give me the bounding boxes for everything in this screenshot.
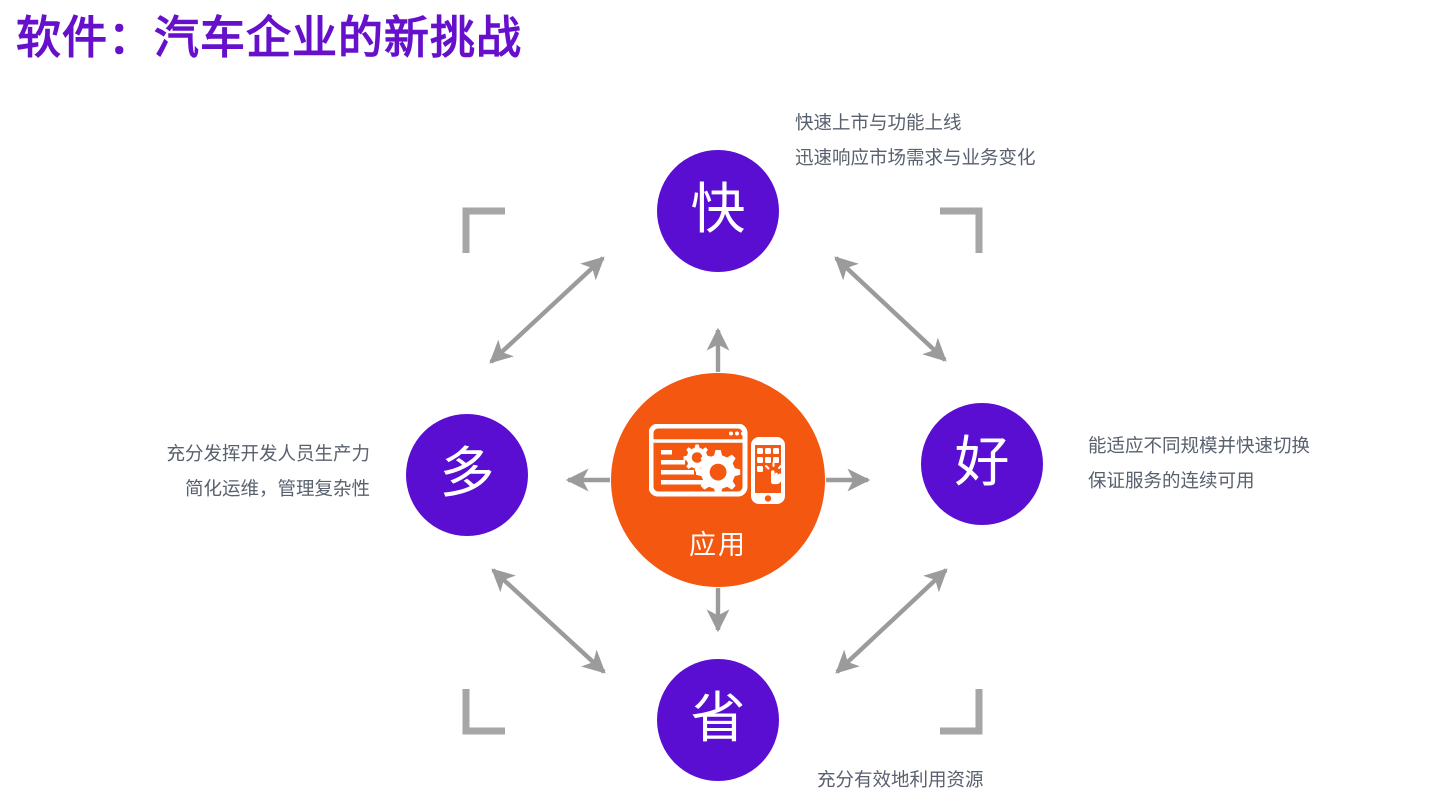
node-many-label: 多 (439, 442, 495, 504)
node-many[interactable]: 多 (406, 414, 528, 536)
arrow-fast-good (834, 256, 947, 362)
caption-right: 能适应不同规模并快速切换 保证服务的连续可用 (1088, 428, 1310, 498)
arrow-many-fast (489, 256, 605, 364)
caption-right-line-2: 保证服务的连续可用 (1088, 470, 1255, 491)
node-fast-label: 快 (690, 178, 746, 240)
browser-gears-and-phone-icon (648, 423, 787, 511)
caption-top-line-2: 迅速响应市场需求与业务变化 (795, 147, 1036, 168)
caption-bottom-line-1: 充分有效地利用资源 (817, 769, 984, 790)
hub-node-application[interactable]: 应用 (611, 373, 825, 587)
node-save[interactable]: 省 (657, 659, 779, 781)
node-good-label: 好 (954, 431, 1010, 493)
caption-left: 充分发挥开发人员生产力 简化运维，管理复杂性 (166, 436, 370, 506)
hub-label: 应用 (689, 530, 747, 560)
caption-top-line-1: 快速上市与功能上线 (795, 112, 962, 133)
bracket-top-left (462, 207, 505, 253)
caption-left-line-1: 充分发挥开发人员生产力 (166, 443, 370, 464)
bracket-bottom-right (940, 689, 983, 735)
bracket-top-right (940, 207, 983, 253)
hub-arrows (565, 327, 871, 633)
node-fast[interactable]: 快 (657, 150, 779, 272)
caption-left-line-2: 简化运维，管理复杂性 (184, 478, 370, 499)
corner-brackets (462, 207, 983, 735)
caption-right-line-1: 能适应不同规模并快速切换 (1088, 435, 1311, 456)
arrow-good-save (835, 568, 948, 674)
page-title: 软件：汽车企业的新挑战 (16, 12, 523, 63)
bracket-bottom-left (462, 689, 505, 735)
diagonal-arrows (489, 256, 948, 674)
arrow-save-many (491, 568, 606, 674)
node-save-label: 省 (690, 687, 746, 749)
caption-top: 快速上市与功能上线 迅速响应市场需求与业务变化 (795, 105, 1036, 175)
caption-bottom: 充分有效地利用资源 (817, 762, 984, 797)
node-good[interactable]: 好 (921, 403, 1043, 525)
